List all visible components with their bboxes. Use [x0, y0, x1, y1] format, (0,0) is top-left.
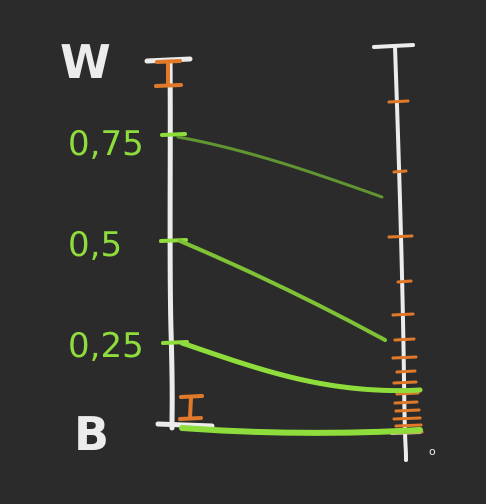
curve-0	[179, 425, 423, 436]
curve-025	[179, 340, 423, 394]
curve-05	[178, 239, 387, 342]
label-bottom: B	[74, 407, 109, 461]
bottom-orange-marker	[178, 394, 204, 421]
left-scale	[144, 56, 215, 431]
label-top: W	[60, 35, 111, 89]
corner-mark: o	[429, 445, 436, 458]
right-axis-line	[393, 45, 408, 462]
right-orange-ticks	[387, 99, 424, 435]
left-axis-line	[167, 57, 175, 431]
mapping-curves	[176, 135, 423, 436]
top-orange-marker	[154, 59, 183, 88]
right-top-cap	[372, 43, 415, 49]
tick-075	[160, 132, 187, 137]
label-075: 0,75	[68, 124, 144, 164]
curve-075	[176, 135, 384, 199]
label-025: 0,25	[68, 326, 144, 366]
left-bottom-cap	[155, 421, 215, 429]
label-05: 0,5	[68, 225, 122, 265]
right-scale	[372, 43, 424, 462]
